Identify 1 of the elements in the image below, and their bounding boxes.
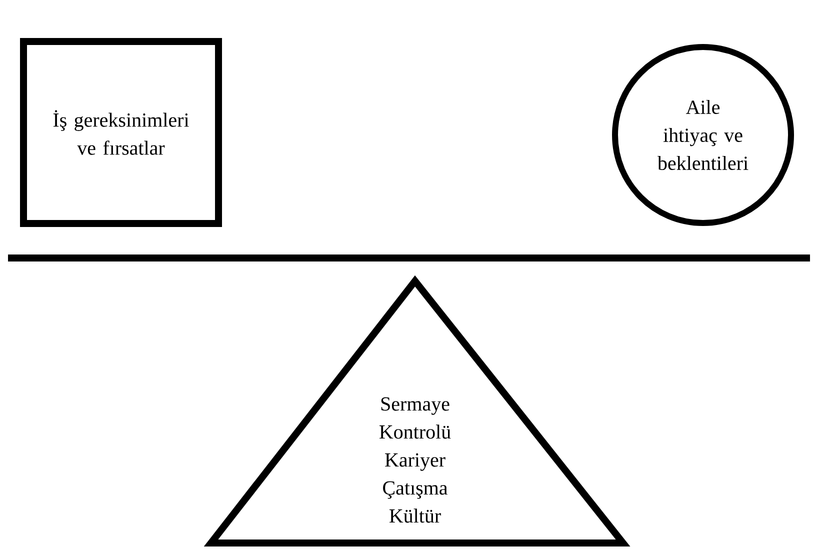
text-box: İş gereksinimleri ve fırsatlar [20,38,222,227]
